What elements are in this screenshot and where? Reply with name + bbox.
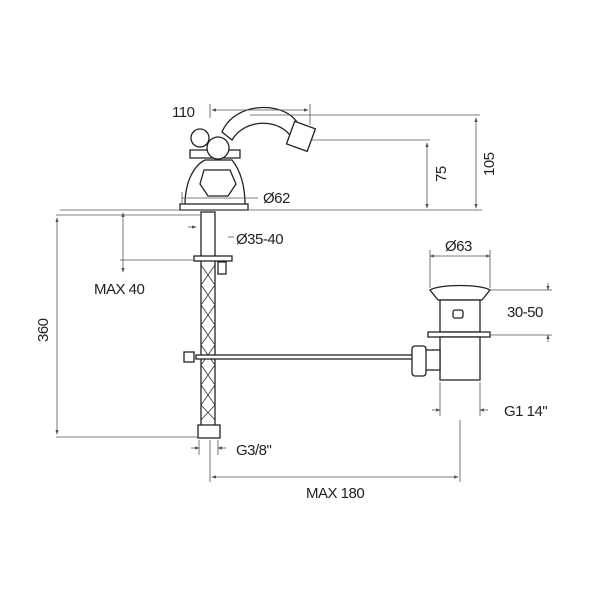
waste-body-lower — [439, 336, 481, 381]
spout-nozzle — [285, 120, 317, 153]
label-waste-diameter: Ø63 — [445, 238, 472, 255]
dimension-lines — [55, 104, 552, 482]
label-hose-length: 360 — [35, 318, 52, 342]
label-hole-diameter: Ø35-40 — [236, 231, 283, 248]
handle-knob — [190, 128, 210, 148]
body-nut — [199, 169, 237, 197]
label-inlet-thread: G3/8" — [236, 442, 272, 459]
handle-cap — [206, 136, 230, 160]
label-base-diameter: Ø62 — [263, 190, 290, 207]
rod-nut — [411, 345, 427, 377]
label-spout-height: 75 — [433, 166, 450, 182]
label-total-height: 105 — [481, 152, 498, 176]
fixing-nut — [217, 261, 227, 275]
waste-valve — [411, 284, 491, 381]
label-waste-thread: G1 14" — [504, 403, 547, 420]
hose — [200, 211, 216, 438]
waste-flange — [427, 331, 491, 338]
label-max-rod: MAX 180 — [306, 485, 364, 502]
overflow-slot — [452, 309, 464, 319]
inlet-nut — [197, 424, 221, 439]
label-spout-reach: 110 — [172, 104, 195, 121]
faucet — [179, 106, 317, 211]
label-max-deck: MAX 40 — [94, 281, 145, 298]
spout — [221, 106, 301, 141]
rod-knob — [183, 351, 195, 363]
supply-hose — [193, 211, 233, 439]
rod — [195, 354, 417, 360]
waste-cap — [429, 284, 491, 301]
faucet-base — [179, 203, 249, 211]
label-waste-range: 30-50 — [507, 304, 543, 321]
popup-rod — [183, 351, 417, 363]
fixing-plate — [193, 255, 233, 262]
